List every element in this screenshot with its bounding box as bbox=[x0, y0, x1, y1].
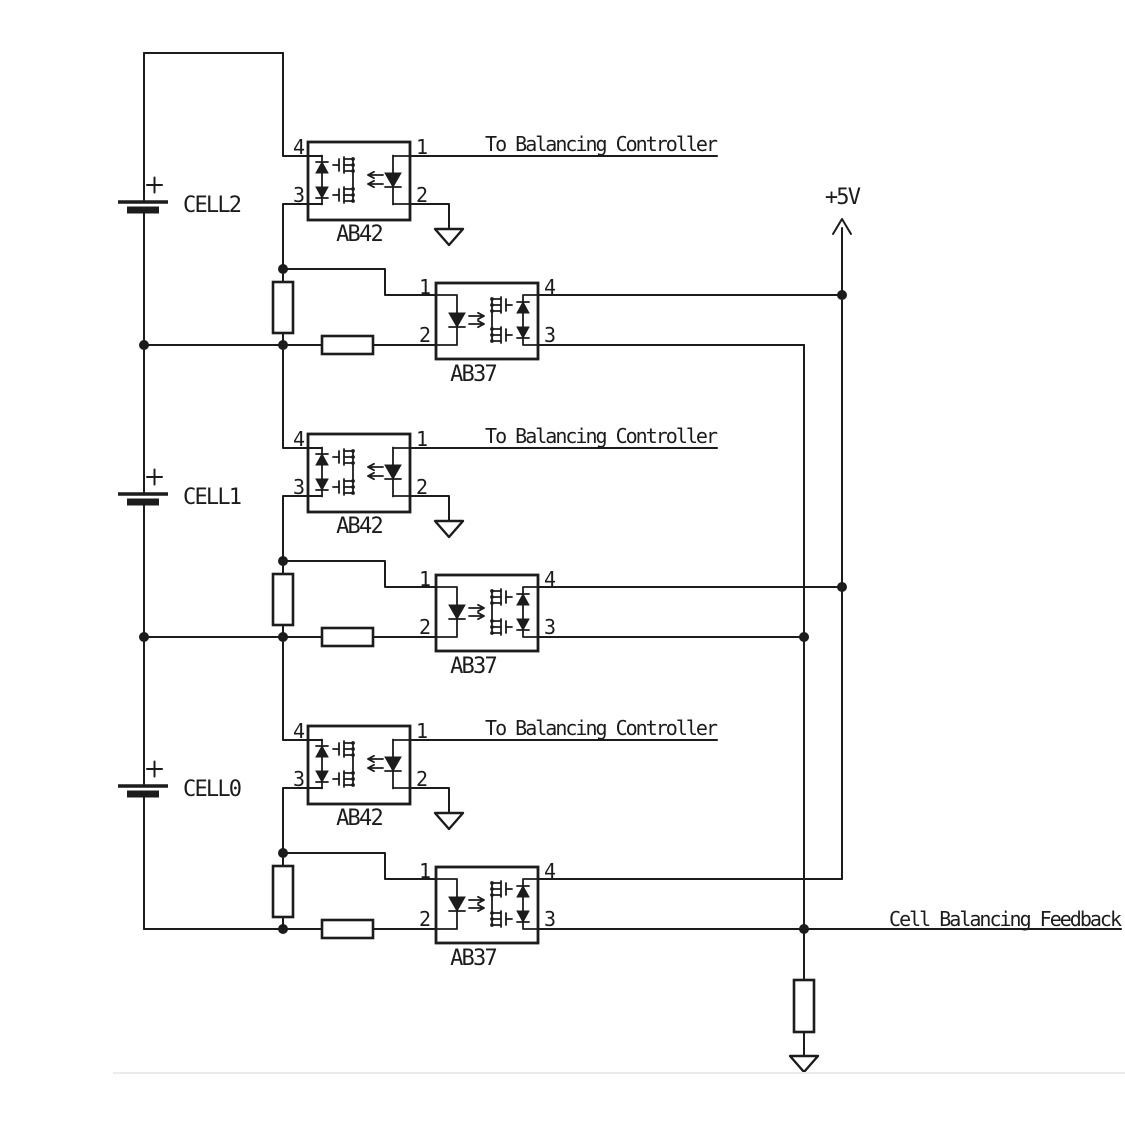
pin-number: 2 bbox=[416, 767, 427, 791]
ground-symbol bbox=[433, 227, 465, 247]
component-ref-ab37: AB37 bbox=[450, 362, 496, 387]
component-ref-ab42: AB42 bbox=[336, 514, 382, 539]
component-ref-ab37: AB37 bbox=[450, 946, 496, 971]
wire-ab37-pin1-branch bbox=[282, 560, 437, 588]
pin-number: 4 bbox=[293, 427, 305, 451]
ground-symbol bbox=[433, 519, 465, 539]
wire-ab42-pin2-ground bbox=[409, 787, 450, 814]
feedback-optocoupler bbox=[436, 575, 538, 651]
junction-dot bbox=[139, 632, 149, 642]
pin-number: 1 bbox=[419, 859, 430, 883]
junction-dot bbox=[799, 632, 809, 642]
junction-dot bbox=[278, 556, 288, 566]
gate-driver-optocoupler bbox=[308, 726, 410, 804]
cell-section: CELL0 AB42 AB37 To Balancing Controller … bbox=[118, 636, 843, 971]
junction-dot bbox=[837, 582, 847, 592]
net-label-controller: To Balancing Controller bbox=[485, 716, 718, 740]
cell-sections: CELL2 AB42 AB37 To Balancing Controller … bbox=[118, 52, 843, 971]
ground-symbol bbox=[433, 811, 465, 831]
pin-number: 1 bbox=[419, 567, 430, 591]
wire-ab37-pin1-branch bbox=[282, 268, 437, 296]
wire-ab42-pin3 bbox=[282, 787, 323, 854]
pin-number: 3 bbox=[544, 323, 555, 347]
cell-label: CELL0 bbox=[183, 777, 241, 802]
pin-number: 1 bbox=[419, 275, 430, 299]
resistor-horizontal bbox=[320, 334, 375, 356]
cell-section: CELL1 AB42 AB37 To Balancing Controller … bbox=[118, 344, 843, 679]
resistor-feedback-pulldown bbox=[792, 978, 816, 1034]
junction-dot bbox=[837, 290, 847, 300]
pin-number: 4 bbox=[544, 275, 556, 299]
resistor-horizontal bbox=[320, 626, 375, 648]
net-label-feedback: Cell Balancing Feedback bbox=[889, 907, 1122, 931]
cell-label: CELL1 bbox=[183, 485, 241, 510]
power-arrow-icon bbox=[832, 218, 852, 235]
wire-ab42-pin2-ground bbox=[409, 495, 450, 522]
resistor-vertical bbox=[271, 572, 295, 627]
resistor-vertical bbox=[271, 280, 295, 335]
pin-number: 4 bbox=[544, 859, 556, 883]
global-wiring: +5V Cell Balancing Feedback bbox=[113, 52, 1125, 1074]
pin-number: 3 bbox=[544, 615, 555, 639]
cell-section: CELL2 AB42 AB37 To Balancing Controller … bbox=[118, 52, 843, 387]
resistor-vertical bbox=[271, 864, 295, 919]
junction-dot bbox=[799, 924, 809, 934]
junction-dot bbox=[278, 848, 288, 858]
pin-number: 2 bbox=[419, 907, 430, 931]
component-ref-ab37: AB37 bbox=[450, 654, 496, 679]
wire-ab42-pin3 bbox=[282, 203, 323, 270]
junction-dot bbox=[278, 924, 288, 934]
ground-symbol bbox=[788, 1054, 820, 1074]
battery-plus-sign bbox=[146, 760, 163, 778]
feedback-optocoupler bbox=[436, 283, 538, 359]
resistor-horizontal bbox=[320, 918, 375, 940]
gate-driver-optocoupler bbox=[308, 142, 410, 220]
gate-driver-optocoupler bbox=[308, 434, 410, 512]
pin-number: 1 bbox=[416, 719, 427, 743]
wire-ab37-pin1-branch bbox=[282, 852, 437, 880]
pin-number: 1 bbox=[416, 427, 427, 451]
pin-number: 1 bbox=[416, 135, 427, 159]
net-label-controller: To Balancing Controller bbox=[485, 424, 718, 448]
pin-number: 4 bbox=[293, 719, 305, 743]
feedback-optocoupler bbox=[436, 867, 538, 943]
pin-number: 2 bbox=[419, 615, 430, 639]
junction-dot bbox=[278, 264, 288, 274]
pin-number: 3 bbox=[293, 767, 304, 791]
battery-plus-sign bbox=[146, 176, 163, 194]
component-ref-ab42: AB42 bbox=[336, 806, 382, 831]
wire-ab42-pin2-ground bbox=[409, 203, 450, 230]
wire-ab42-pin3 bbox=[282, 495, 323, 562]
pin-number: 2 bbox=[419, 323, 430, 347]
pin-number: 2 bbox=[416, 475, 427, 499]
pin-number: 2 bbox=[416, 183, 427, 207]
pin-number: 3 bbox=[544, 907, 555, 931]
pin-number: 4 bbox=[544, 567, 556, 591]
battery-plus-sign bbox=[146, 468, 163, 486]
pin-number: 3 bbox=[293, 183, 304, 207]
pin-number: 4 bbox=[293, 135, 305, 159]
cell-label: CELL2 bbox=[183, 193, 241, 218]
net-label-controller: To Balancing Controller bbox=[485, 132, 718, 156]
net-label-supply: +5V bbox=[825, 185, 861, 210]
component-ref-ab42: AB42 bbox=[336, 222, 382, 247]
junction-dot bbox=[139, 340, 149, 350]
pin-number: 3 bbox=[293, 475, 304, 499]
